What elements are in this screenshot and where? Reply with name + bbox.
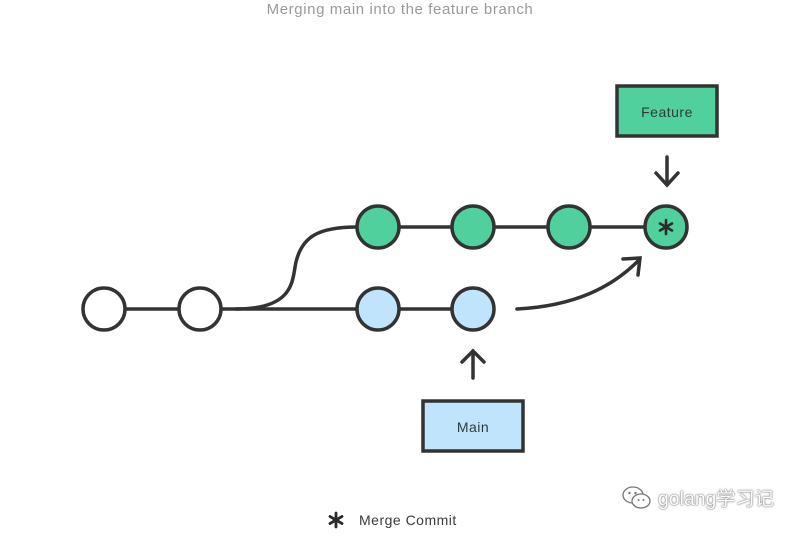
- main-commit-1: [355, 286, 401, 332]
- legend: Merge Commit: [327, 509, 457, 531]
- branch-curve: [234, 225, 359, 311]
- feature-commit-1: [355, 204, 401, 250]
- feature-commit-2: [450, 204, 496, 250]
- main-label: Main: [457, 419, 489, 435]
- main-label-box: [421, 399, 525, 453]
- feature-label-box: [615, 84, 719, 138]
- main-pointer-head: [460, 348, 486, 364]
- asterisk-icon: [658, 218, 674, 236]
- feature-commit-3: [546, 204, 592, 250]
- merge-arrow-head: [621, 256, 642, 277]
- watermark-text: golang学习记: [658, 489, 774, 510]
- merge-arrow-curve: [515, 259, 640, 311]
- feature-pointer-head: [654, 171, 680, 188]
- feature-label: Feature: [641, 104, 693, 120]
- wechat-icon: [622, 485, 651, 509]
- asterisk-icon: [328, 511, 344, 529]
- base-commit-1: [81, 286, 127, 332]
- watermark: golang学习记: [622, 484, 774, 511]
- diagram-title: Merging main into the feature branch: [266, 1, 534, 18]
- base-commit-2: [177, 286, 223, 332]
- legend-label: Merge Commit: [359, 512, 457, 528]
- main-commit-2: [450, 286, 496, 332]
